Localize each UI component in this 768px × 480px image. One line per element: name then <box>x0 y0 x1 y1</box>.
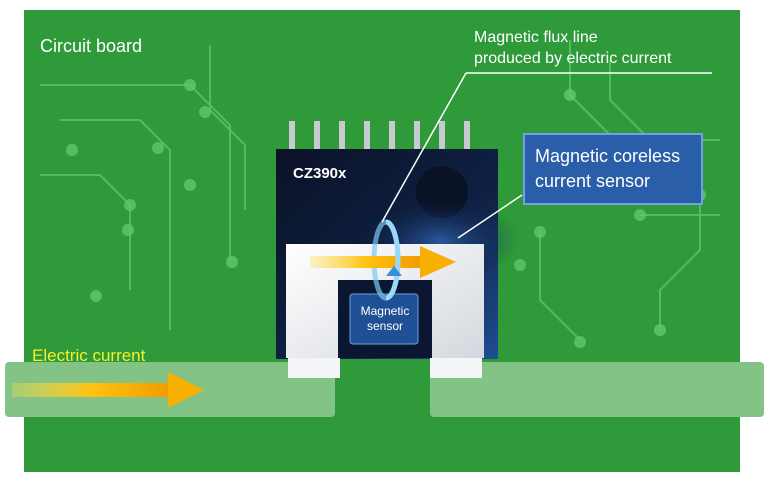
electric-current-label: Electric current <box>32 346 146 365</box>
arrow-right-icon <box>420 246 456 278</box>
sensor-callout-line1: Magnetic coreless <box>535 146 681 166</box>
sensor-callout: Magnetic coreless current sensor <box>523 133 703 205</box>
chip-pins <box>289 121 470 153</box>
sensor-callout-text: Magnetic coreless current sensor <box>535 144 680 194</box>
board-traces <box>40 40 720 341</box>
conductor-right <box>430 362 764 417</box>
sensor-callout-line2: current sensor <box>535 171 651 191</box>
chip-name: CZ390x <box>293 165 347 182</box>
current-path-slot <box>286 244 484 358</box>
chip-current-arrow-shaft <box>310 256 422 268</box>
magnetic-sensor-chip <box>349 293 419 345</box>
flux-line-label-line2: produced by electric current <box>474 50 672 67</box>
chip-pad-left <box>288 358 340 378</box>
ellipse-loop-icon <box>385 219 401 301</box>
flux-line-label-line1: Magnetic flux line <box>474 29 598 46</box>
sensor-leader <box>457 194 523 239</box>
magnetic-sensor-label-line2: sensor <box>366 319 404 333</box>
magnetic-sensor-label: Magnetic sensor <box>354 304 416 334</box>
current-arrow-shaft <box>12 383 172 397</box>
circuit-board-label: Circuit board <box>40 36 143 56</box>
flux-leader <box>381 72 467 223</box>
magnetic-sensor-label-line1: Magnetic <box>360 304 410 318</box>
flux-line-label: Magnetic flux line produced by electric … <box>474 27 671 69</box>
chip-pad-right <box>430 358 482 378</box>
current-arrow-icon <box>168 372 204 408</box>
flux-direction-marker <box>386 266 402 276</box>
